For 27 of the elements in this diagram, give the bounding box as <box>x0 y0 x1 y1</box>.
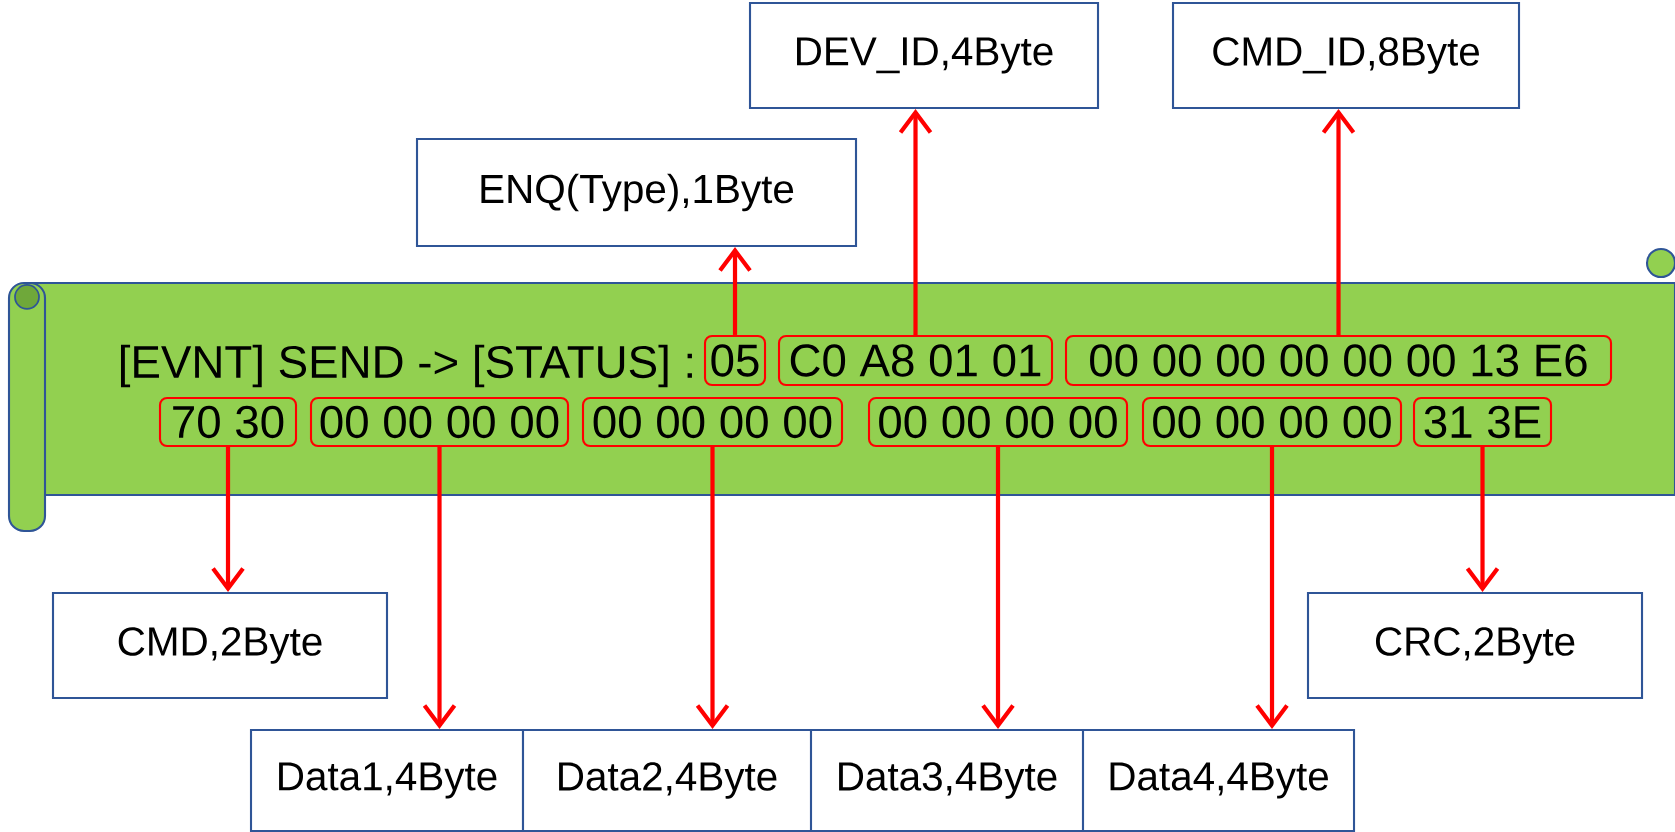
arrow <box>1255 447 1289 729</box>
byte-field: 70 30 <box>158 396 298 448</box>
arrow <box>422 447 457 729</box>
arrow <box>211 447 245 592</box>
field-label-box: Data1,4Byte <box>249 728 525 832</box>
byte-field: 05 <box>703 334 767 387</box>
byte-field: 00 00 00 00 <box>867 396 1129 448</box>
arrow <box>981 447 1015 729</box>
field-label-box: Data4,4Byte <box>1081 728 1356 832</box>
field-label-box: Data2,4Byte <box>521 728 813 832</box>
field-label-box: ENQ(Type),1Byte <box>415 137 858 248</box>
field-label-box: CMD,2Byte <box>51 591 389 700</box>
byte-field: 00 00 00 00 <box>581 396 844 448</box>
byte-field: 31 3E <box>1412 396 1553 448</box>
arrow <box>695 447 730 729</box>
byte-field: 00 00 00 00 <box>1141 396 1403 448</box>
field-label-box: Data3,4Byte <box>809 728 1085 832</box>
arrow <box>898 109 933 335</box>
field-label-box: DEV_ID,4Byte <box>748 1 1100 110</box>
field-label-box: CRC,2Byte <box>1306 591 1644 700</box>
arrow <box>718 247 752 335</box>
byte-field: 00 00 00 00 00 00 13 E6 <box>1064 334 1613 387</box>
field-label-box: CMD_ID,8Byte <box>1171 1 1521 110</box>
byte-field: C0 A8 01 01 <box>777 334 1054 387</box>
arrow <box>1321 109 1356 335</box>
byte-field: 00 00 00 00 <box>309 396 570 448</box>
arrow <box>1465 447 1500 592</box>
